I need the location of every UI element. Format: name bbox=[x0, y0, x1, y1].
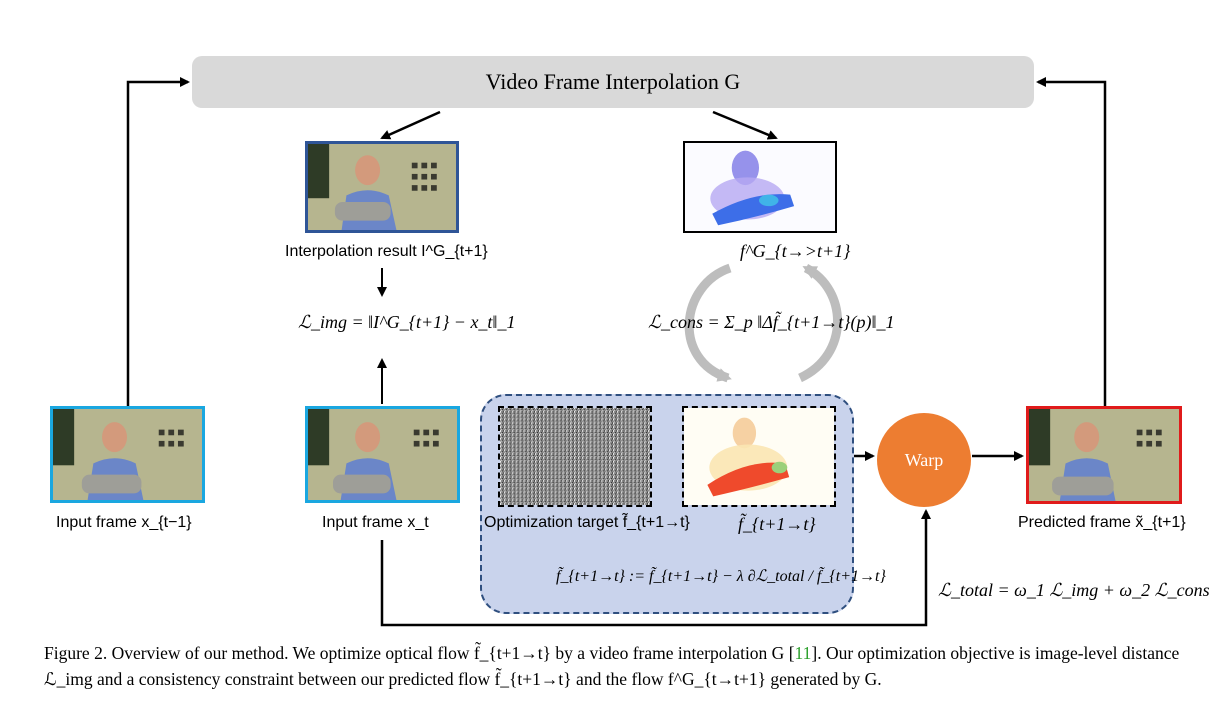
caption-prefix: Figure 2. Overview of our method. We opt… bbox=[44, 643, 795, 663]
cycle-arrow-left bbox=[684, 263, 732, 383]
input-frame-cur-image bbox=[305, 406, 460, 503]
optimized-flow-image bbox=[682, 406, 836, 507]
warp-label: Warp bbox=[904, 449, 944, 470]
loss-cons: ℒ_cons = Σ_p ‖Δf̃_{t+1→t}(p)‖_1 bbox=[648, 312, 895, 332]
caption-suffix: ]. Our optimization objective is image-l… bbox=[44, 643, 1180, 689]
vfi-module: Video Frame Interpolation G bbox=[192, 56, 1034, 108]
optimized-flow-label: f̃_{t+1→t} bbox=[738, 514, 816, 534]
loss-img: ℒ_img = ‖I^G_{t+1} − x_t‖_1 bbox=[298, 312, 516, 332]
cycle-arrow-right bbox=[797, 264, 842, 383]
optimization-target-label: Optimization target f̃_{t+1→t} bbox=[484, 514, 690, 531]
arrow-predicted-to-vfi bbox=[1036, 77, 1107, 406]
arrow-input-to-warp bbox=[380, 509, 931, 627]
arrow-input-to-vfi bbox=[126, 77, 190, 406]
interpolation-result-image bbox=[305, 141, 459, 233]
input-frame-prev-label: Input frame x_{t−1} bbox=[56, 514, 192, 531]
input-frame-cur-label: Input frame x_t bbox=[322, 514, 429, 531]
arrow-vfi-to-interp bbox=[380, 110, 441, 140]
interpolation-result-label: Interpolation result I^G_{t+1} bbox=[285, 243, 488, 260]
vfi-label: Video Frame Interpolation G bbox=[485, 69, 741, 94]
arrow-vfi-to-flow bbox=[712, 110, 778, 140]
input-frame-prev-image bbox=[50, 406, 205, 503]
optimization-target-noise-image bbox=[498, 406, 652, 507]
predicted-frame-image bbox=[1026, 406, 1182, 504]
update-rule: f̃_{t+1→t} := f̃_{t+1→t} − λ ∂ℒ_total / … bbox=[556, 568, 886, 585]
predicted-frame-label: Predicted frame x̃_{t+1} bbox=[1018, 514, 1186, 531]
flow-g-image bbox=[683, 141, 837, 233]
warp-node: Warp bbox=[877, 413, 971, 507]
loss-total: ℒ_total = ω_1 ℒ_img + ω_2 ℒ_cons bbox=[938, 580, 1210, 600]
figure-caption: Figure 2. Overview of our method. We opt… bbox=[44, 640, 1204, 692]
caption-citation: 11 bbox=[794, 643, 812, 663]
flow-g-label: f^G_{t→>t+1} bbox=[740, 241, 851, 261]
